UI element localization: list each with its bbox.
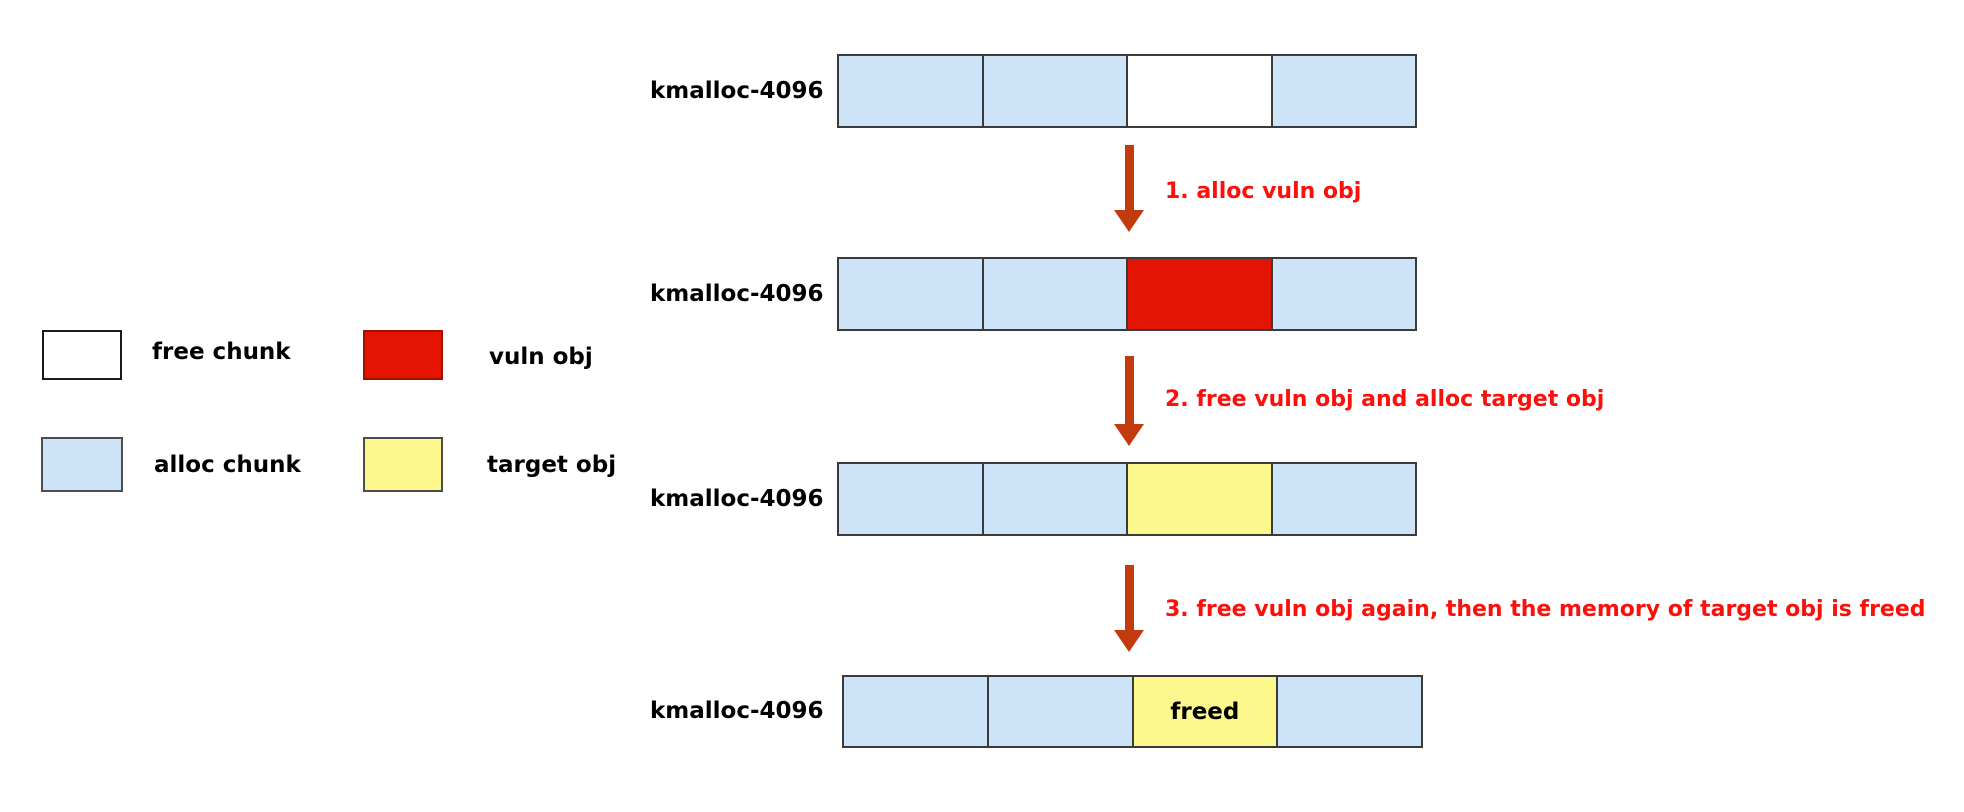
legend-label-alloc-chunk: alloc chunk [154,452,301,478]
legend-swatch-free-chunk [42,330,122,380]
legend-swatch-target-obj [363,437,443,492]
row3-memory-bar [837,462,1417,536]
row3-alloc-chunk-cell [981,464,1126,534]
row2-alloc-chunk-cell [1270,259,1415,329]
step2-down-arrow-icon [1114,356,1144,446]
row1-free-chunk-cell [1126,56,1271,126]
row2-alloc-chunk-cell [981,259,1126,329]
row4-alloc-chunk-cell [1276,677,1421,746]
arrow-head [1114,630,1144,652]
row2-kmalloc-label: kmalloc-4096 [650,281,824,307]
row1-alloc-chunk-cell [981,56,1126,126]
step3-down-arrow-icon [1114,565,1144,652]
arrow-shaft [1124,356,1134,424]
row4-alloc-chunk-cell [844,677,987,746]
row3-alloc-chunk-cell [1270,464,1415,534]
legend-label-free-chunk: free chunk [152,339,291,365]
step2-annotation: 2. free vuln obj and alloc target obj [1165,387,1605,412]
row4-alloc-chunk-cell [986,677,1132,746]
row2-alloc-chunk-cell [839,259,982,329]
arrow-shaft [1124,565,1134,630]
row3-target-obj-cell [1126,464,1271,534]
legend-label-target-obj: target obj [487,452,617,478]
row4-kmalloc-label: kmalloc-4096 [650,698,824,724]
row4-memory-bar: freed [842,675,1423,748]
row4-target-obj-freed-cell: freed [1131,677,1277,746]
row2-vuln-obj-cell [1126,259,1271,329]
step3-annotation: 3. free vuln obj again, then the memory … [1165,597,1926,622]
legend-label-vuln-obj: vuln obj [489,344,593,370]
arrow-shaft [1124,145,1134,210]
step1-down-arrow-icon [1114,145,1144,232]
arrow-head [1114,424,1144,446]
arrow-head [1114,210,1144,232]
row1-memory-bar [837,54,1417,128]
row2-memory-bar [837,257,1417,331]
legend-swatch-alloc-chunk [41,437,123,492]
row1-alloc-chunk-cell [1270,56,1415,126]
step1-annotation: 1. alloc vuln obj [1165,179,1362,204]
row3-alloc-chunk-cell [839,464,982,534]
row3-kmalloc-label: kmalloc-4096 [650,486,824,512]
row1-kmalloc-label: kmalloc-4096 [650,78,824,104]
row1-alloc-chunk-cell [839,56,982,126]
legend-swatch-vuln-obj [363,330,443,380]
